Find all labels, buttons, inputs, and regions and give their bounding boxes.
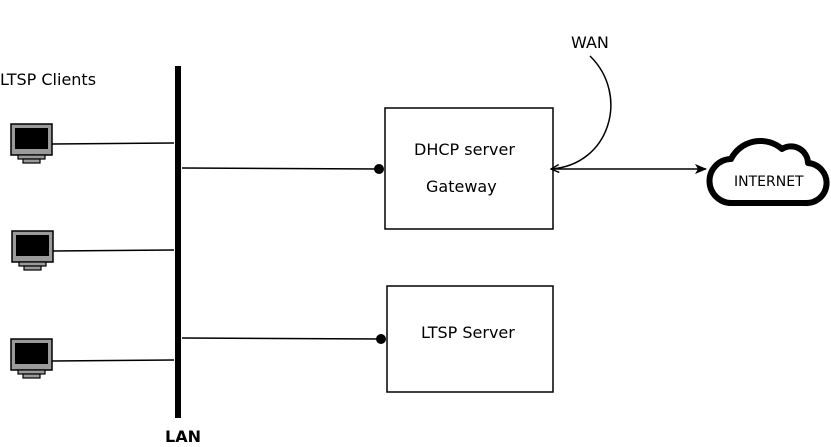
computer-monitor-icon <box>11 230 54 271</box>
dhcp-server-label: DHCP server <box>414 140 515 159</box>
wan-curve <box>551 55 612 169</box>
ltsp-clients-label: LTSP Clients <box>0 70 97 89</box>
client-3-link <box>51 359 175 362</box>
computer-monitor-icon <box>10 123 53 164</box>
internet-label: INTERNET <box>734 174 804 190</box>
dhcp-connector-dot <box>374 164 384 174</box>
client-1-link <box>51 142 175 145</box>
lan-label: LAN <box>165 427 201 446</box>
gateway-label: Gateway <box>426 177 497 196</box>
dhcp-link <box>181 167 381 170</box>
ltsp-server-box <box>386 285 554 393</box>
ltsp-link <box>181 337 383 340</box>
client-2-link <box>51 249 175 252</box>
dhcp-server-box <box>384 107 554 230</box>
computer-monitor-icon <box>10 338 53 379</box>
ltsp-connector-dot <box>376 334 386 344</box>
ltsp-server-label: LTSP Server <box>421 323 515 342</box>
wan-label: WAN <box>571 33 609 52</box>
cloud-icon <box>706 137 830 207</box>
